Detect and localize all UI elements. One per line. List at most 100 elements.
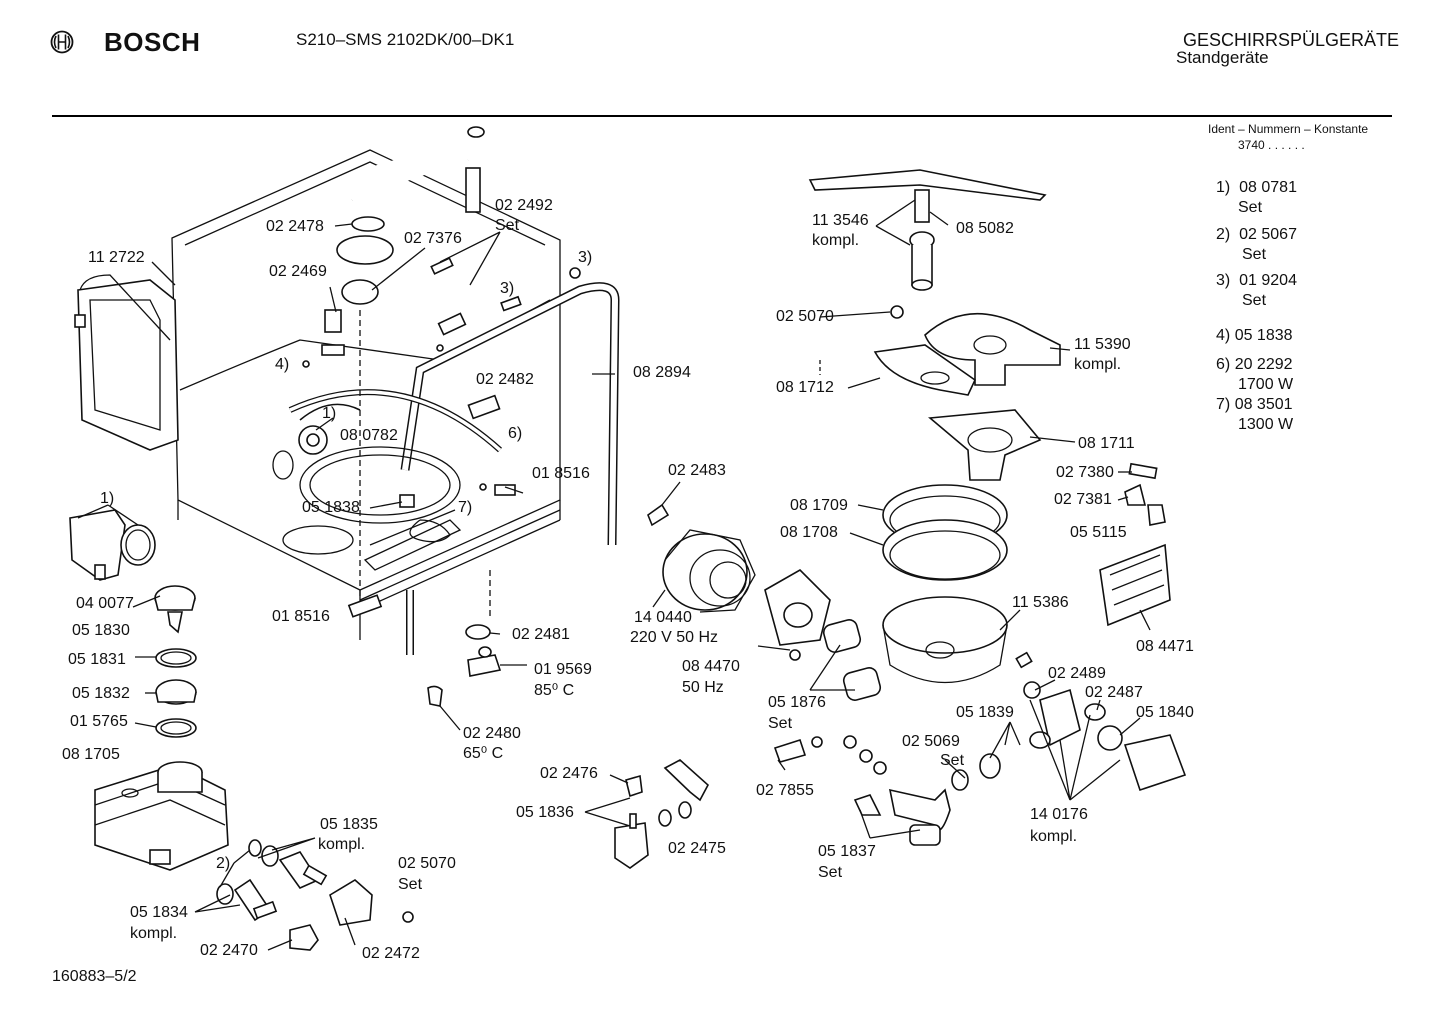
screw-icon [890,305,904,319]
label-115390: 11 5390 [1074,336,1131,353]
pump-motor-140176 [1123,734,1187,792]
header-rule [52,115,1392,117]
label-140440: 14 0440 [634,609,692,626]
nut-icon [341,279,379,305]
ring-081708 [882,519,1008,581]
label-051837-set: Set [818,864,843,881]
sump-housing-115386 [882,596,1033,684]
label-113546-kompl: kompl. [812,232,860,249]
seal-022481-icon [465,624,491,640]
label-018516b: 01 8516 [272,608,330,625]
label-040077: 04 0077 [76,595,134,612]
label-027380: 02 7380 [1056,464,1114,481]
label-022470: 02 2470 [200,942,258,959]
label-6: 6) [508,425,523,442]
label-081712: 08 1712 [776,379,834,396]
label-022481: 02 2481 [512,626,570,643]
clip-055115-icon [1147,504,1166,526]
label-140176: 14 0176 [1030,806,1088,823]
label-055115: 05 5115 [1070,524,1127,541]
legend-item-2: 2) 02 5067 Set [1216,226,1297,263]
legend-item-7: 7) 08 3501 1300 W [1216,396,1294,433]
label-022492-set: Set [495,217,520,234]
label-1a: 1) [322,405,337,422]
label-113546: 11 3546 [812,212,869,229]
label-140176-kompl: kompl. [1030,828,1078,845]
label-022483: 02 2483 [668,462,726,479]
label-1b: 1) [100,490,115,507]
label-3b: 3) [500,280,515,297]
hose-051837-icon [888,788,951,831]
label-051839: 05 1839 [956,704,1014,721]
hose-051876-icon [822,619,862,653]
label-022472: 02 2472 [362,945,420,962]
thermostat-65c-icon [427,685,443,707]
label-50hz: 50 Hz [682,679,724,696]
label-025069-set: Set [940,752,965,769]
thermostat-85c-icon [467,654,502,677]
clip-027380-icon [1128,462,1158,480]
label-022478: 02 2478 [266,218,324,235]
label-051838: 05 1838 [302,499,360,516]
label-85c: 85⁰ C [534,682,575,699]
label-051831: 05 1831 [68,651,126,668]
label-025069: 02 5069 [902,733,960,750]
label-051836: 05 1836 [516,804,574,821]
filter-081711 [928,409,1042,481]
label-025070a: 02 5070 [776,308,834,325]
clip-027381-icon [1124,483,1147,506]
label-115386: 11 5386 [1012,594,1069,611]
document-code: 160883–5/2 [52,968,137,985]
label-4: 4) [275,356,290,373]
label-027381: 02 7381 [1054,491,1112,508]
label-051830: 05 1830 [72,622,130,639]
pump-part-022489-icon [1039,688,1081,747]
pump-motor-140440 [647,503,756,613]
label-085082: 08 5082 [956,220,1014,237]
label-051834-kompl: kompl. [130,925,178,942]
label-084471: 08 4471 [1136,638,1194,655]
leader-lines [77,199,1151,951]
bracket-022482-icon [467,394,501,420]
tub-cabinet [171,149,561,640]
label-082894: 08 2894 [633,364,691,381]
label-051837: 05 1837 [818,843,876,860]
label-084470: 08 4470 [682,658,740,675]
label-080782: 08 0782 [340,427,398,444]
subcategory-title: Standgeräte [1176,48,1269,67]
label-015765: 01 5765 [70,713,128,730]
vertical-pipe-icon [465,167,481,213]
label-051832: 05 1832 [72,685,130,702]
label-051876-set: Set [768,715,793,732]
label-025070b-set: Set [398,876,423,893]
legend-item-3: 3) 01 9204 Set [1216,272,1297,309]
label-022492: 02 2492 [495,197,553,214]
label-051840: 05 1840 [1136,704,1194,721]
filter-115390 [924,312,1061,386]
label-112722: 11 2722 [88,249,145,266]
label-3a: 3) [578,249,593,266]
label-081709: 08 1709 [790,497,848,514]
label-65c: 65⁰ C [463,745,504,762]
label-7: 7) [458,499,473,516]
seal-ring-icon [351,216,385,232]
label-051835-kompl: kompl. [318,836,366,853]
legend-item-6: 6) 20 2292 1700 W [1216,356,1294,393]
label-019569: 01 9569 [534,661,592,678]
label-2: 2) [216,855,231,872]
label-018516a: 01 8516 [532,465,590,482]
label-022487: 02 2487 [1085,684,1143,701]
brand-name: BOSCH [104,27,201,57]
ident-label: Ident – Nummern – Konstante [1208,122,1369,136]
label-022475: 02 2475 [668,840,726,857]
label-081708: 08 1708 [780,524,838,541]
heater-plate-084471 [1099,543,1171,627]
ident-value: 3740 . . . . . . [1238,138,1305,152]
spray-arm-113546 [808,169,1047,291]
valve-parts-left [216,839,414,951]
spray-cup-icon [336,235,394,265]
label-081705: 08 1705 [62,746,120,763]
label-051834: 05 1834 [130,904,188,921]
water-softener-081705 [94,761,229,871]
